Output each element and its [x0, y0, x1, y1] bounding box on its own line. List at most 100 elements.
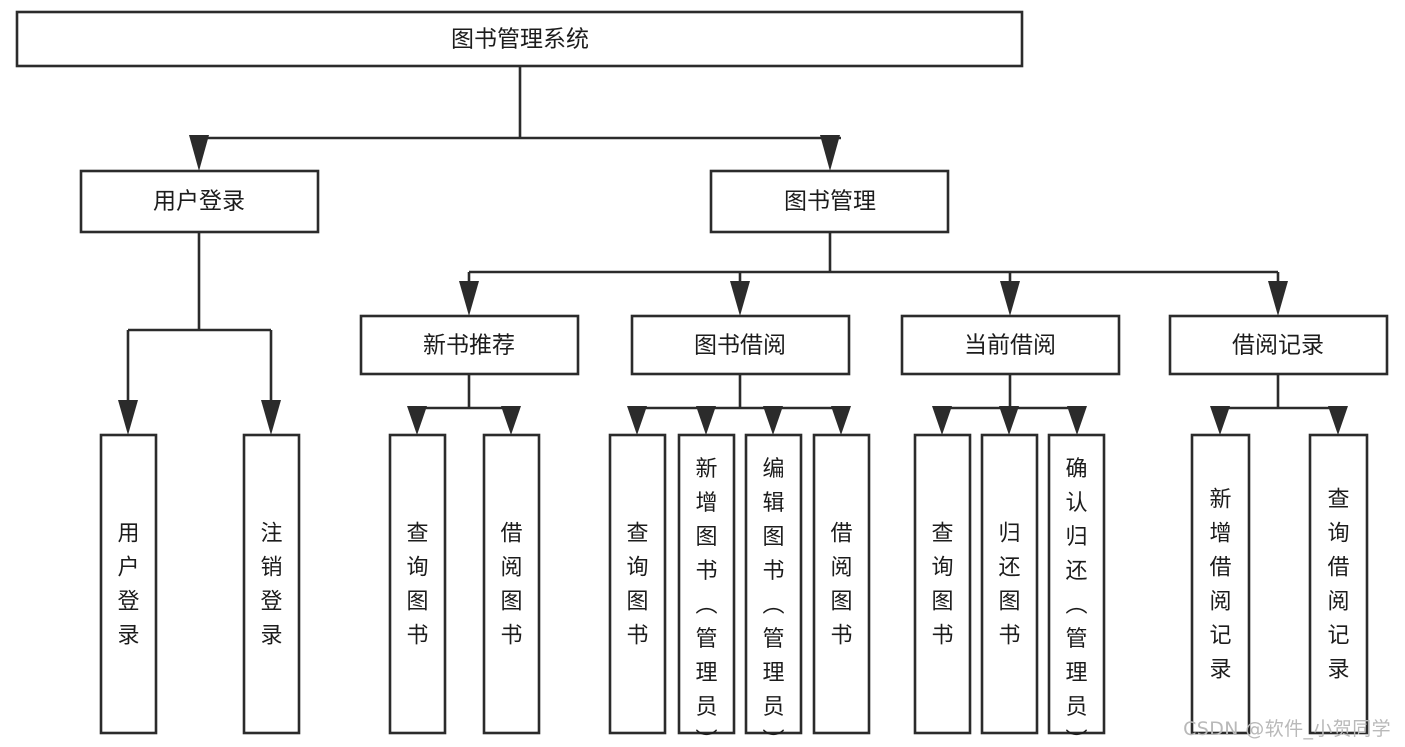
node-leaf-query-book-3-box[interactable] [913, 433, 972, 735]
arrowhead-leaf-borrow-book-1 [501, 406, 521, 435]
label-char: 录 [1327, 657, 1349, 682]
arrowhead-borrow-record [1268, 281, 1288, 316]
node-leaf-query-borrow-record-box[interactable] [1308, 433, 1369, 735]
node-leaf-logout-box[interactable] [242, 433, 301, 735]
arrowhead-new-book-recommend [459, 281, 479, 316]
node-new-book-recommend-box[interactable] [359, 314, 580, 376]
arrowhead-leaf-add-book-admin [696, 406, 716, 435]
label-char: 归 [998, 521, 1020, 546]
node-leaf-borrow-book-2-box[interactable] [812, 433, 871, 735]
label-char: 新 [695, 457, 717, 482]
label-char: 归 [1065, 525, 1087, 550]
node-leaf-return-book-box[interactable] [980, 433, 1039, 735]
label-char: 借 [500, 521, 522, 546]
label-char: 图 [626, 589, 648, 614]
node-current-borrow[interactable]: 当前借阅 [900, 314, 1121, 376]
node-new-book-recommend[interactable]: 新书推荐 [359, 314, 580, 376]
node-leaf-query-book-3[interactable]: 查询图书 [913, 433, 972, 735]
node-leaf-query-borrow-record[interactable]: 查询借阅记录 [1308, 433, 1369, 735]
label-char: 录 [117, 623, 139, 648]
label-char: 销 [260, 555, 282, 580]
node-leaf-query-book-1-box[interactable] [388, 433, 447, 735]
node-leaf-add-book-admin-box[interactable] [677, 433, 736, 735]
label-char: 阅 [1209, 589, 1231, 614]
node-leaf-borrow-book-1[interactable]: 借阅图书 [482, 433, 541, 735]
node-new-book-recommend-label: 新书推荐 [423, 333, 515, 359]
label-char: 图 [830, 589, 852, 614]
label-char: 录 [260, 623, 282, 648]
arrowhead-leaf-query-book-1 [407, 406, 427, 435]
node-leaf-confirm-return-admin[interactable]: 确认归还︵管理员︶ [1047, 433, 1106, 747]
label-char: 阅 [830, 555, 852, 580]
label-char: ︶ [762, 729, 784, 747]
label-char: 书 [500, 623, 522, 648]
label-char: 阅 [500, 555, 522, 580]
label-char: 记 [1327, 623, 1349, 648]
node-leaf-query-book-2[interactable]: 查询图书 [608, 433, 667, 735]
label-char: 阅 [1327, 589, 1349, 614]
node-leaf-query-book-2-label: 查询图书 [626, 521, 648, 648]
node-user-login-label: 用户登录 [153, 189, 245, 215]
node-book-borrow-box[interactable] [630, 314, 851, 376]
node-leaf-edit-book-admin-box[interactable] [744, 433, 803, 735]
node-leaf-user-login-box[interactable] [99, 433, 158, 735]
label-char: 书 [695, 559, 717, 584]
node-leaf-add-book-admin[interactable]: 新增图书︵管理员︶ [677, 433, 736, 747]
node-leaf-user-login[interactable]: 用户登录 [99, 433, 158, 735]
node-leaf-query-borrow-record-label: 查询借阅记录 [1327, 487, 1349, 682]
node-leaf-query-book-1[interactable]: 查询图书 [388, 433, 447, 735]
arrowhead-book-manage [820, 135, 840, 171]
connector-group-book-borrow [627, 374, 851, 435]
node-leaf-edit-book-admin[interactable]: 编辑图书︵管理员︶ [744, 433, 803, 747]
node-leaf-query-book-2-box[interactable] [608, 433, 667, 735]
label-char: 管 [1065, 627, 1087, 652]
node-leaf-borrow-book-1-box[interactable] [482, 433, 541, 735]
node-leaf-add-borrow-record-box[interactable] [1190, 433, 1251, 735]
label-char: 录 [1209, 657, 1231, 682]
label-char: 借 [1209, 555, 1231, 580]
node-book-manage[interactable]: 图书管理 [709, 169, 950, 234]
node-borrow-record[interactable]: 借阅记录 [1168, 314, 1389, 376]
arrowhead-leaf-return-book [999, 406, 1019, 435]
node-root[interactable]: 图书管理系统 [15, 10, 1024, 68]
node-leaf-return-book[interactable]: 归还图书 [980, 433, 1039, 735]
label-char: 管 [762, 627, 784, 652]
label-char: 注 [260, 521, 282, 546]
label-char: 登 [117, 589, 139, 614]
node-root-label: 图书管理系统 [451, 27, 589, 53]
node-root-box[interactable] [15, 10, 1024, 68]
node-leaf-logout[interactable]: 注销登录 [242, 433, 301, 735]
connector-group-current-borrow [932, 374, 1087, 435]
arrowhead-leaf-query-book-2 [627, 406, 647, 435]
arrowhead-leaf-add-borrow-record [1210, 406, 1230, 435]
label-char: 理 [762, 661, 784, 686]
connector-group-user-login [118, 232, 281, 435]
label-char: 图 [762, 525, 784, 550]
label-char: 书 [626, 623, 648, 648]
label-char: 用 [117, 521, 139, 546]
label-char: 书 [762, 559, 784, 584]
label-char: 登 [260, 589, 282, 614]
label-char: 编 [762, 457, 784, 482]
label-char: 图 [695, 525, 717, 550]
node-book-manage-box[interactable] [709, 169, 950, 234]
node-borrow-record-box[interactable] [1168, 314, 1389, 376]
node-leaf-return-book-label: 归还图书 [998, 521, 1020, 648]
node-leaf-add-borrow-record[interactable]: 新增借阅记录 [1190, 433, 1251, 735]
label-char: 图 [931, 589, 953, 614]
label-char: 理 [695, 661, 717, 686]
node-user-login-box[interactable] [79, 169, 320, 234]
node-leaf-borrow-book-2[interactable]: 借阅图书 [812, 433, 871, 735]
label-char: 认 [1065, 491, 1087, 516]
node-leaf-confirm-return-admin-box[interactable] [1047, 433, 1106, 735]
label-char: 图 [406, 589, 428, 614]
label-char: 书 [830, 623, 852, 648]
node-current-borrow-box[interactable] [900, 314, 1121, 376]
node-current-borrow-label: 当前借阅 [964, 333, 1056, 359]
arrowhead-leaf-logout [261, 400, 281, 435]
label-char: 辑 [762, 491, 784, 516]
node-user-login[interactable]: 用户登录 [79, 169, 320, 234]
label-char: 新 [1209, 487, 1231, 512]
node-book-borrow[interactable]: 图书借阅 [630, 314, 851, 376]
